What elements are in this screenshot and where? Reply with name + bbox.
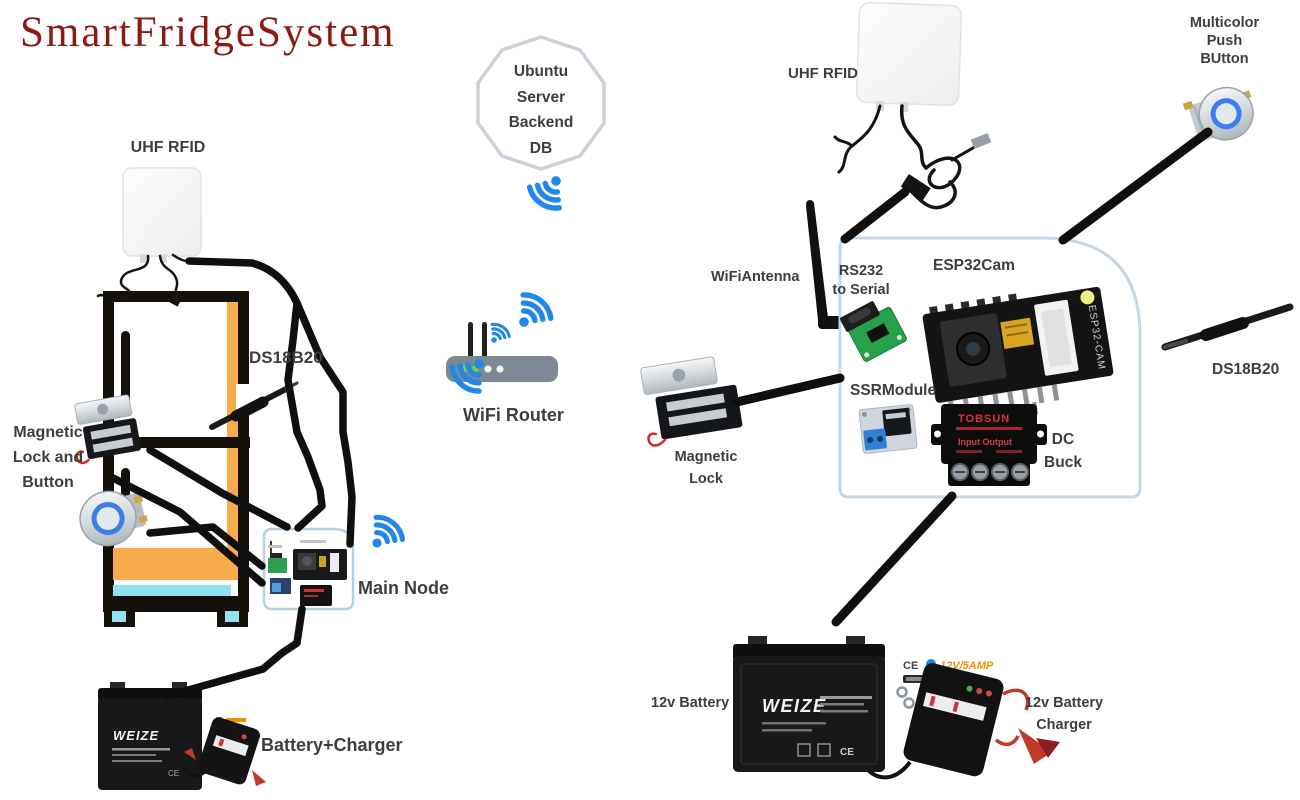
- lock-wire: [75, 450, 91, 465]
- fridge-cyan-strip: [113, 585, 231, 598]
- charger-right: CE 12V/5AMP: [866, 659, 1060, 780]
- esp32cam-board: ESP32-CAM: [922, 286, 1114, 427]
- mini-ssr: [270, 578, 291, 594]
- main-node-box: [262, 527, 355, 611]
- label-ds18b20-right: DS18B20: [1212, 361, 1280, 378]
- wifi-icon-server: [526, 167, 574, 214]
- label-magnetic-lock-button: Magnetic Lock and Button: [12, 424, 84, 491]
- charger-clamp-left: [252, 770, 266, 786]
- server-decagon: [476, 35, 606, 171]
- battery-ce-left: CE: [168, 769, 179, 778]
- button-blue-ring-right: [1210, 98, 1242, 130]
- ds18b20-probe-right: [1161, 303, 1294, 351]
- dc-buck-brand: TOBSUN: [958, 413, 1010, 425]
- fridge-shelf: [124, 437, 250, 448]
- label-uhf-rfid-left: UHF RFID: [130, 139, 206, 156]
- mini-dc-buck: [300, 585, 332, 606]
- rs232-board: [840, 301, 907, 362]
- label-battery-12v: 12v Battery: [651, 695, 730, 711]
- mini-rs232: [268, 553, 287, 573]
- label-wifi-antenna: WiFiAntenna: [711, 269, 800, 285]
- magnetic-lock-left: [74, 394, 141, 465]
- label-rs232: RS232 to Serial: [832, 263, 890, 298]
- label-ssr-module: SSRModule: [850, 382, 937, 399]
- label-ds18b20-left: DS18B20: [249, 348, 323, 367]
- label-wifi-router: WiFi Router: [463, 405, 564, 425]
- wifi-icon-router-upper: [507, 290, 555, 338]
- battery-right: WEIZE CE: [733, 636, 885, 772]
- fridge-orange-band: [113, 548, 230, 580]
- charger-ce: CE: [903, 660, 918, 672]
- battery-brand-left: WEIZE: [113, 728, 159, 743]
- magnetic-lock-right: [640, 356, 743, 447]
- label-server: Ubuntu Server Backend DB: [508, 63, 574, 157]
- label-main-node: Main Node: [358, 578, 450, 598]
- page-title: SmartFridgeSystem: [20, 9, 396, 56]
- uhf-rfid-panel-left: [122, 167, 202, 263]
- label-dc-buck: DC Buck: [1044, 431, 1082, 471]
- uhf-rfid-panel-right: [855, 1, 963, 113]
- dc-buck-converter: TOBSUN Input Output: [931, 404, 1047, 486]
- label-uhf-rfid-right: UHF RFID: [788, 65, 858, 82]
- wifi-icon-router-small: [482, 319, 514, 350]
- dc-buck-ports: Input Output: [958, 437, 1012, 447]
- charger-left: [182, 717, 266, 786]
- label-battery-charger-12v: 12v Battery Charger: [1024, 695, 1104, 733]
- esp32-led: [1080, 290, 1095, 305]
- mini-esp32cam: [293, 549, 347, 580]
- fridge-handle-top: [121, 331, 130, 404]
- ssr-module-board: [858, 404, 918, 454]
- battery-left: WEIZE CE: [98, 682, 202, 790]
- wifi-icon-main-node: [361, 512, 407, 557]
- fridge-cabinet: [103, 291, 255, 627]
- push-button-right: [1182, 86, 1254, 141]
- label-magnetic-lock-right: Magnetic Lock: [674, 449, 738, 487]
- charger-clamp-red: [1018, 728, 1052, 764]
- battery-brand-right: WEIZE: [762, 696, 827, 716]
- label-esp32cam: ESP32Cam: [933, 257, 1015, 274]
- battery-ce-right: CE: [840, 747, 854, 758]
- label-battery-charger: Battery+Charger: [261, 735, 403, 755]
- label-multicolor-button: Multicolor Push BUtton: [1189, 15, 1260, 67]
